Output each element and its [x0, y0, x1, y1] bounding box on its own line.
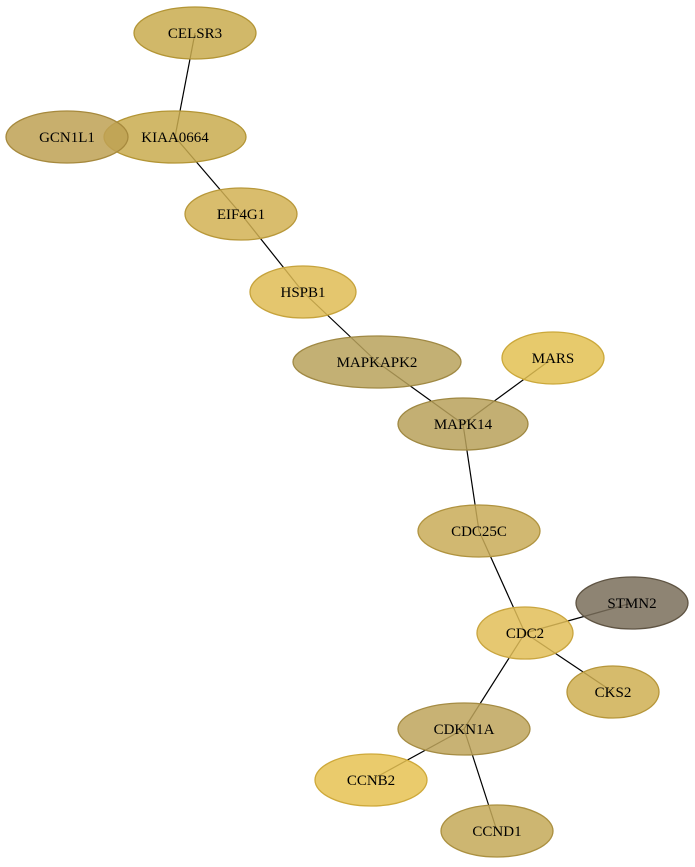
node-label-cdc25c: CDC25C	[451, 524, 507, 540]
node-label-mapk14: MAPK14	[434, 417, 493, 433]
node-label-celsr3: CELSR3	[168, 26, 222, 42]
node-mapkapk2[interactable]: MAPKAPK2	[292, 335, 462, 389]
node-label-kiaa0664: KIAA0664	[141, 130, 209, 146]
node-mapk14[interactable]: MAPK14	[397, 397, 529, 451]
node-ellipse-ccnd1[interactable]	[440, 804, 554, 858]
node-label-hspb1: HSPB1	[280, 285, 325, 301]
node-label-cks2: CKS2	[595, 685, 632, 701]
node-ellipse-ccnb2[interactable]	[314, 753, 428, 807]
node-label-gcn1l1: GCN1L1	[39, 130, 95, 146]
node-ellipse-mars[interactable]	[501, 331, 605, 385]
node-ellipse-mapk14[interactable]	[397, 397, 529, 451]
node-mars[interactable]: MARS	[501, 331, 605, 385]
node-ellipse-hspb1[interactable]	[249, 265, 357, 319]
node-ellipse-celsr3[interactable]	[133, 6, 257, 60]
node-ccnb2[interactable]: CCNB2	[314, 753, 428, 807]
node-ellipse-cks2[interactable]	[566, 665, 660, 719]
node-cks2[interactable]: CKS2	[566, 665, 660, 719]
node-label-ccnd1: CCND1	[472, 824, 521, 840]
node-label-cdkn1a: CDKN1A	[434, 722, 495, 738]
node-stmn2[interactable]: STMN2	[575, 576, 689, 630]
node-celsr3[interactable]: CELSR3	[133, 6, 257, 60]
node-eif4g1[interactable]: EIF4G1	[184, 187, 298, 241]
node-cdc2[interactable]: CDC2	[476, 606, 574, 660]
node-kiaa0664[interactable]: KIAA0664	[103, 110, 247, 164]
node-gcn1l1[interactable]: GCN1L1	[5, 110, 129, 164]
node-label-cdc2: CDC2	[506, 626, 544, 642]
node-ccnd1[interactable]: CCND1	[440, 804, 554, 858]
node-cdkn1a[interactable]: CDKN1A	[397, 702, 531, 756]
node-label-stmn2: STMN2	[607, 596, 656, 612]
node-ellipse-cdc25c[interactable]	[417, 504, 541, 558]
node-label-mapkapk2: MAPKAPK2	[337, 355, 418, 371]
node-ellipse-gcn1l1[interactable]	[5, 110, 129, 164]
node-ellipse-eif4g1[interactable]	[184, 187, 298, 241]
node-label-ccnb2: CCNB2	[347, 773, 395, 789]
node-label-eif4g1: EIF4G1	[217, 207, 265, 223]
node-hspb1[interactable]: HSPB1	[249, 265, 357, 319]
node-ellipse-stmn2[interactable]	[575, 576, 689, 630]
node-label-mars: MARS	[532, 351, 575, 367]
node-ellipse-mapkapk2[interactable]	[292, 335, 462, 389]
node-cdc25c[interactable]: CDC25C	[417, 504, 541, 558]
node-ellipse-cdc2[interactable]	[476, 606, 574, 660]
node-ellipse-cdkn1a[interactable]	[397, 702, 531, 756]
